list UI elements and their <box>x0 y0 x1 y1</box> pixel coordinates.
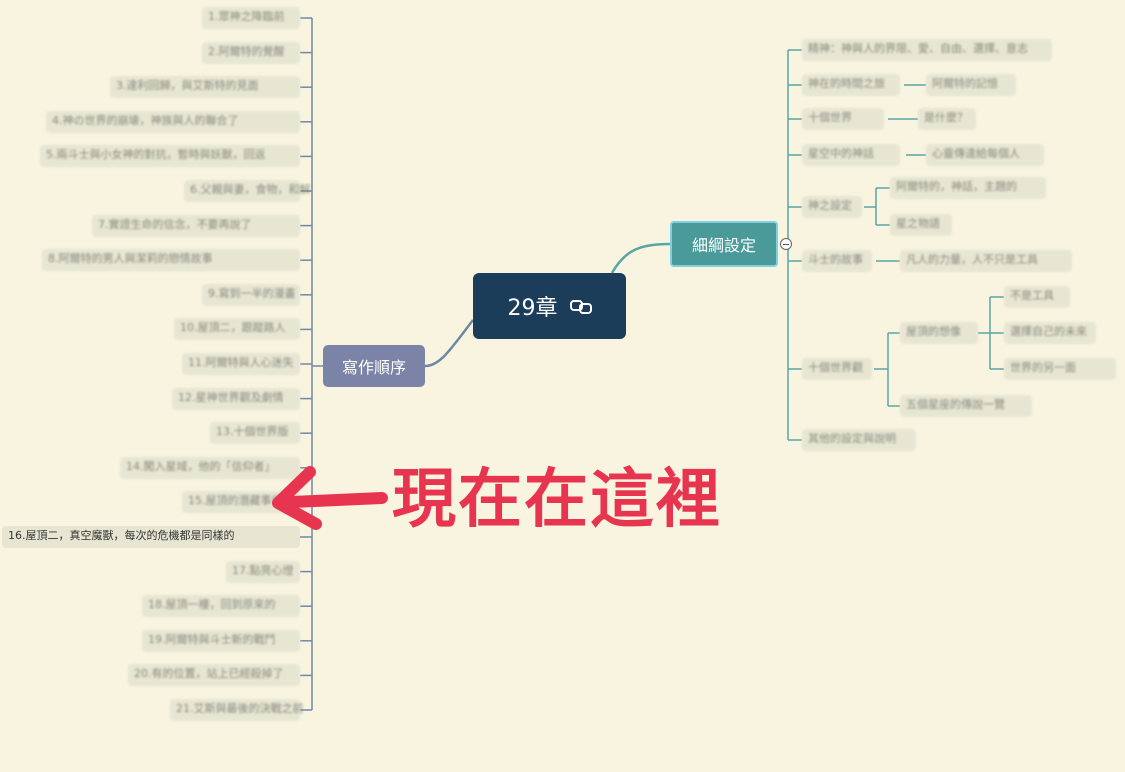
collapse-toggle-icon[interactable] <box>780 238 792 250</box>
left-item-3-label: 3.達利回歸，與艾斯特的見面 <box>116 79 259 93</box>
right-sub-2-1-label: 阿爾特的記憶 <box>932 77 998 90</box>
left-item-10-label: 10.屋頂二，跟蹤路人 <box>180 321 286 335</box>
left-item-4-label: 4.神の世界的崩壊，神族與人的聯合了 <box>52 113 239 127</box>
left-item-6-label: 6.父親與妻，食物，和解 <box>190 183 311 196</box>
right-item-4-label: 星空中的神話 <box>808 147 874 160</box>
left-item-5[interactable]: 5.兩斗士與小女神的對抗，暫時與妖獸，回返 <box>40 145 300 168</box>
left-item-10[interactable]: 10.屋頂二，跟蹤路人 <box>174 318 300 341</box>
right-sub-6-1-label: 凡人的力量，人不只是工具 <box>906 253 1038 266</box>
right-sub-5-1[interactable]: 阿爾特的，神話，主題的 <box>890 177 1046 199</box>
left-item-7-label: 7.實證生命的信念，不要再說了 <box>98 217 252 231</box>
right-sub-5-2[interactable]: 星之物語 <box>890 214 952 236</box>
left-item-17[interactable]: 17.點亮心燈 <box>226 560 300 583</box>
right-item-6-label: 斗士的故事 <box>808 253 863 266</box>
left-item-19[interactable]: 19.阿爾特與斗士新的戰鬥 <box>142 629 300 652</box>
left-item-2[interactable]: 2.阿爾特的覺醒 <box>202 41 300 64</box>
left-item-6[interactable]: 6.父親與妻，食物，和解 <box>184 180 311 202</box>
left-item-16-label: 16.屋頂二，真空魔獸，每次的危機都是同樣的 <box>8 529 235 542</box>
left-item-17-label: 17.點亮心燈 <box>232 563 294 577</box>
connector-sub-5 <box>864 187 890 226</box>
left-item-1-label: 1.眾神之降臨前 <box>208 10 285 23</box>
right-item-4[interactable]: 星空中的神話 <box>802 144 900 166</box>
right-sub-7-2[interactable]: 五個星座的傳說一覽 <box>900 395 1032 417</box>
left-item-2-label: 2.阿爾特的覺醒 <box>208 44 285 58</box>
right-sub-2-1[interactable]: 阿爾特的記憶 <box>926 74 1016 96</box>
right-leaf-2-label: 選擇自己的未來 <box>1010 325 1087 338</box>
branch-writing-order[interactable]: 寫作順序 <box>323 345 425 387</box>
left-item-3[interactable]: 3.達利回歸，與艾斯特的見面 <box>110 76 300 99</box>
left-item-20-label: 20.有的位置，站上已經殺掉了 <box>134 667 284 681</box>
left-item-11[interactable]: 11.阿爾特與人心迷失 <box>182 353 300 375</box>
right-sub-7-1-label: 屋頂的想像 <box>906 325 961 338</box>
left-item-14-label: 14.闖入星域，他的「信仰者」 <box>126 459 276 473</box>
right-item-1[interactable]: 精神：神與人的界限、愛、自由、選擇、意志 <box>802 39 1052 61</box>
left-item-4[interactable]: 4.神の世界的崩壊，神族與人的聯合了 <box>46 110 300 133</box>
right-leaf-3-label: 世界的另一面 <box>1010 361 1076 374</box>
left-item-13-label: 13.十個世界版 <box>216 425 289 439</box>
right-item-8-label: 其他的設定與說明 <box>808 432 896 445</box>
left-item-1[interactable]: 1.眾神之降臨前 <box>202 7 300 29</box>
connector-sub-7 <box>874 332 900 407</box>
left-item-18[interactable]: 18.屋頂一樓，回到原來的 <box>142 595 300 618</box>
left-item-5-label: 5.兩斗士與小女神的對抗，暫時與妖獸，回返 <box>46 148 266 162</box>
right-leaf-2[interactable]: 選擇自己的未來 <box>1004 322 1096 344</box>
left-item-18-label: 18.屋頂一樓，回到原來的 <box>148 598 276 612</box>
left-item-19-label: 19.阿爾特與斗士新的戰鬥 <box>148 632 276 646</box>
annotation-label: 現在在這裡 <box>392 463 722 537</box>
right-item-5[interactable]: 神之設定 <box>802 196 862 218</box>
right-sub-3-1[interactable]: 是什麼？ <box>918 108 976 130</box>
right-leaf-1[interactable]: 不是工具 <box>1004 286 1070 308</box>
left-item-9[interactable]: 9.寫到一半的漫畫 <box>202 283 300 306</box>
root-node[interactable]: 29章 <box>473 273 626 339</box>
left-item-15[interactable]: 15.屋頂的潛藏事件 <box>182 491 300 514</box>
left-item-21-label: 21.艾斯與最後的決戰之前 <box>176 702 304 715</box>
left-item-7[interactable]: 7.實證生命的信念，不要再說了 <box>92 214 300 237</box>
right-item-3-label: 十個世界 <box>808 111 852 124</box>
right-leaf-1-label: 不是工具 <box>1010 289 1054 302</box>
right-item-2[interactable]: 神在的時間之旅 <box>802 74 900 96</box>
right-sub-6-1[interactable]: 凡人的力量，人不只是工具 <box>900 250 1072 272</box>
right-sub-5-1-label: 阿爾特的，神話，主題的 <box>896 180 1017 193</box>
right-item-3[interactable]: 十個世界 <box>802 108 884 130</box>
left-item-12-label: 12.星神世界觀及劇情 <box>178 390 284 404</box>
arrow-icon <box>272 466 388 530</box>
right-leaf-3[interactable]: 世界的另一面 <box>1004 358 1116 380</box>
right-sub-3-1-label: 是什麼？ <box>924 111 968 124</box>
left-item-21[interactable]: 21.艾斯與最後的決戰之前 <box>170 699 304 721</box>
right-sub-4-1-label: 心靈傳達給每個人 <box>932 147 1020 160</box>
branch-outline-settings-label: 細綱設定 <box>691 236 756 255</box>
link-icon[interactable] <box>569 298 592 314</box>
left-item-14[interactable]: 14.闖入星域，他的「信仰者」 <box>120 456 300 479</box>
right-item-5-label: 神之設定 <box>808 199 852 212</box>
right-sub-4-1[interactable]: 心靈傳達給每個人 <box>926 144 1044 166</box>
right-item-2-label: 神在的時間之旅 <box>808 77 885 90</box>
right-item-7[interactable]: 十個世界觀 <box>802 358 872 380</box>
right-item-1-label: 精神：神與人的界限、愛、自由、選擇、意志 <box>808 42 1028 55</box>
left-item-11-label: 11.阿爾特與人心迷失 <box>188 356 294 369</box>
left-item-9-label: 9.寫到一半的漫畫 <box>208 286 296 300</box>
left-item-20[interactable]: 20.有的位置，站上已經殺掉了 <box>128 664 300 687</box>
right-item-8[interactable]: 其他的設定與說明 <box>802 429 916 451</box>
left-item-13[interactable]: 13.十個世界版 <box>210 422 300 445</box>
branch-writing-order-label: 寫作順序 <box>341 358 406 377</box>
left-item-8-label: 8.阿爾特的男人與潔莉的戀情故事 <box>48 252 213 266</box>
right-sub-7-2-label: 五個星座的傳說一覽 <box>906 398 1005 411</box>
left-item-12[interactable]: 12.星神世界觀及劇情 <box>172 387 300 410</box>
connector-root-right <box>610 242 671 274</box>
right-item-7-label: 十個世界觀 <box>808 361 863 374</box>
left-item-15-label: 15.屋頂的潛藏事件 <box>188 494 283 508</box>
right-sub-5-2-label: 星之物語 <box>896 217 940 230</box>
right-sub-7-1[interactable]: 屋頂的想像 <box>900 322 978 344</box>
left-item-16[interactable]: 16.屋頂二，真空魔獸，每次的危機都是同樣的 <box>2 526 300 548</box>
left-item-8[interactable]: 8.阿爾特的男人與潔莉的戀情故事 <box>42 249 300 272</box>
right-item-6[interactable]: 斗士的故事 <box>802 250 872 272</box>
root-label: 29章 <box>507 296 558 321</box>
branch-outline-settings[interactable]: 細綱設定 <box>670 221 778 267</box>
connector-leaf <box>978 296 1004 370</box>
connector-root-left <box>424 319 474 368</box>
